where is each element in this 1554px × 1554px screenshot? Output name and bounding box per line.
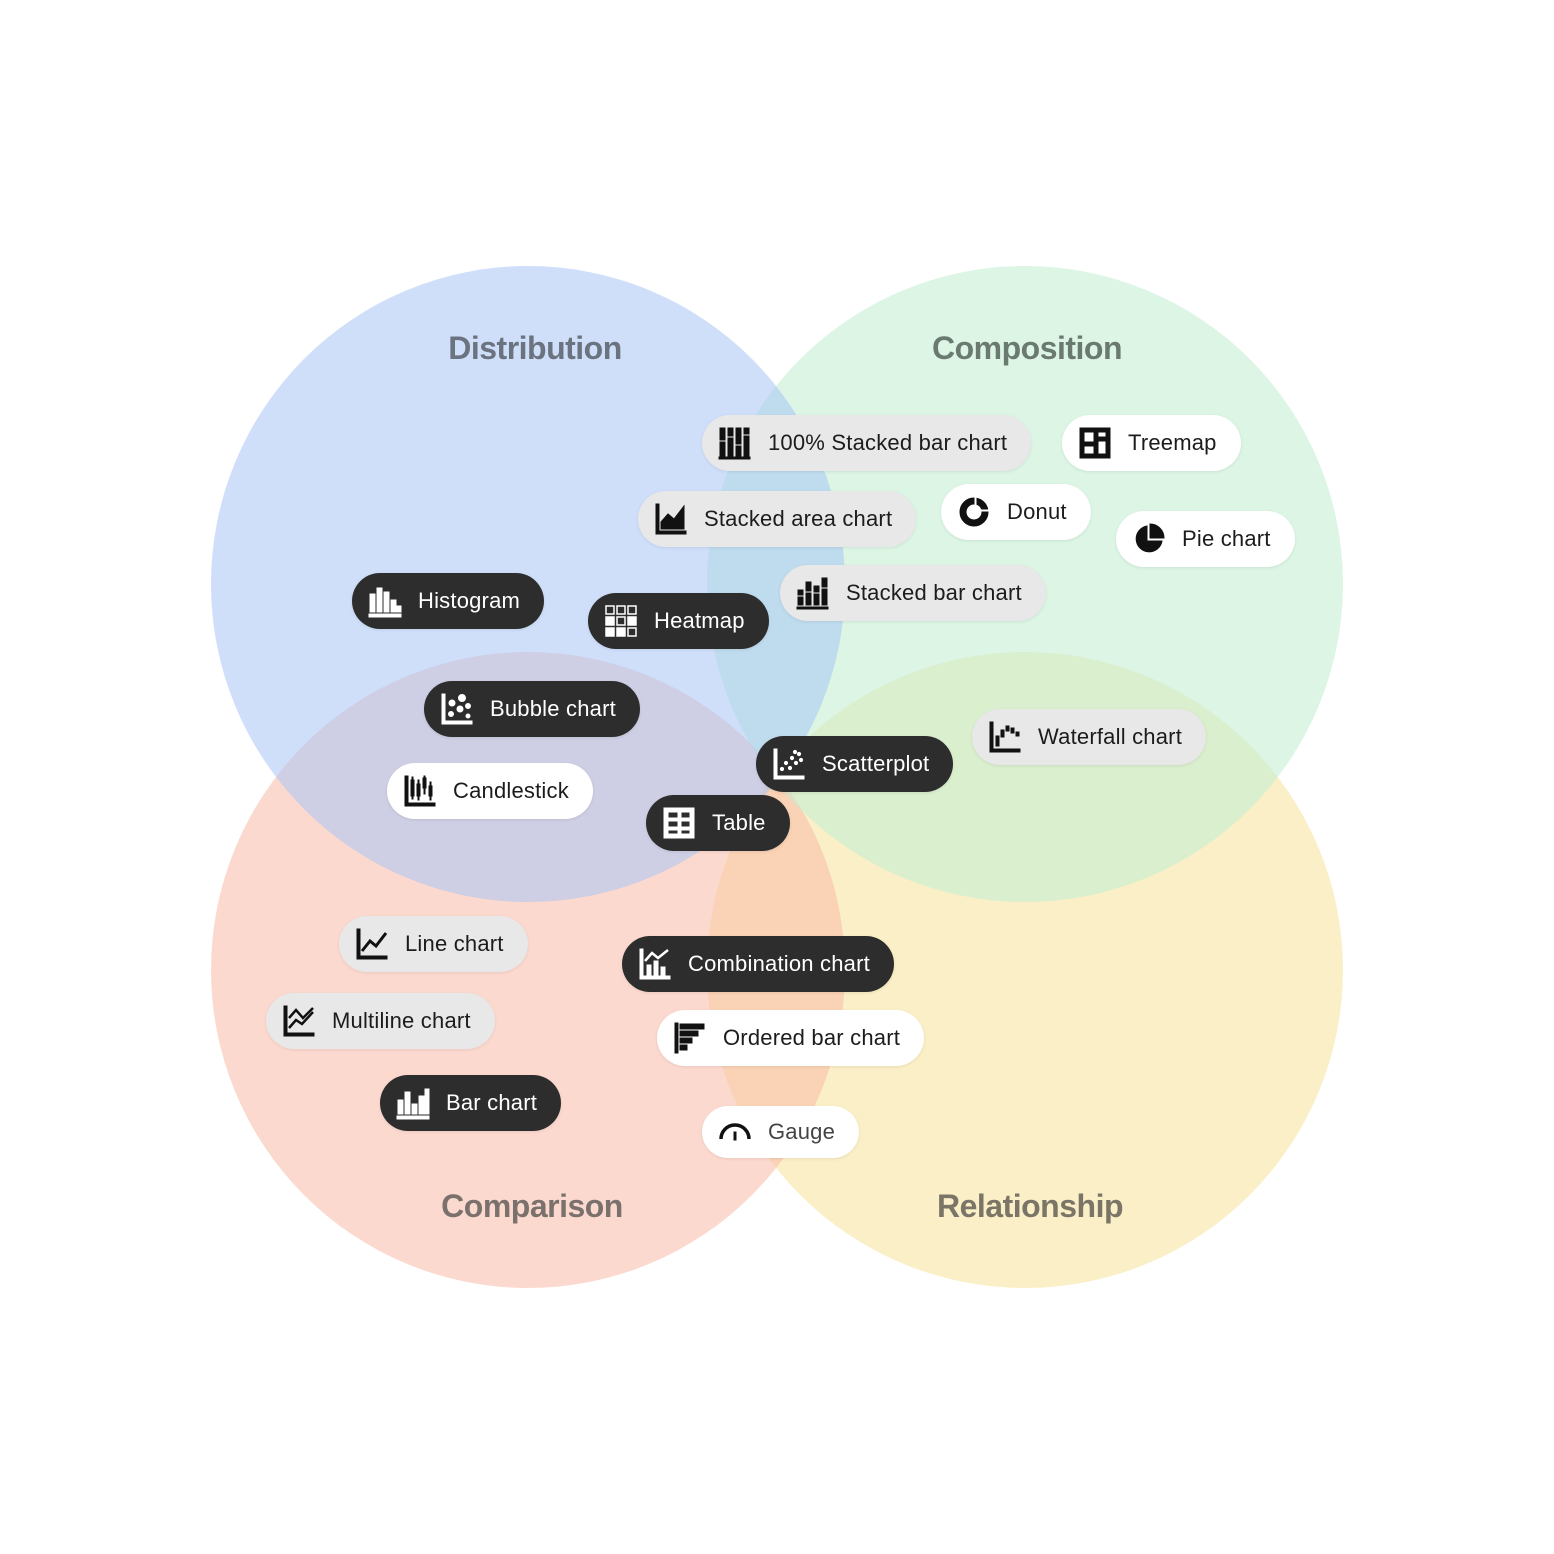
chart-type-waterfall[interactable]: Waterfall chart (972, 709, 1207, 765)
chart-type-label: Line chart (405, 931, 504, 956)
stacked-bar-icon (796, 576, 830, 610)
chart-type-label: Ordered bar chart (723, 1025, 901, 1050)
chart-type-donut[interactable]: Donut (941, 484, 1091, 540)
chart-type-label: Histogram (418, 588, 521, 613)
chart-type-stacked-area[interactable]: Stacked area chart (638, 491, 917, 547)
chart-type-label: 100% Stacked bar chart (768, 430, 1008, 455)
chart-type-histogram[interactable]: Histogram (352, 573, 545, 629)
stacked-100-bar-icon (718, 426, 752, 460)
chart-type-bar[interactable]: Bar chart (380, 1075, 562, 1131)
chart-type-label: Stacked area chart (704, 506, 893, 531)
chart-type-label: Table (712, 810, 766, 835)
candlestick-icon (403, 774, 437, 808)
chart-type-label: Candlestick (453, 778, 569, 803)
chart-type-label: Bar chart (446, 1090, 538, 1115)
chart-type-label: Donut (1007, 499, 1067, 524)
pie-icon (1132, 522, 1166, 556)
chart-type-stacked-bar[interactable]: Stacked bar chart (780, 565, 1046, 621)
chart-type-line[interactable]: Line chart (339, 916, 528, 972)
chart-type-label: Waterfall chart (1038, 724, 1183, 749)
chart-type-bubble[interactable]: Bubble chart (424, 681, 640, 737)
scatter-icon (772, 747, 806, 781)
chart-type-combination[interactable]: Combination chart (622, 936, 894, 992)
line-icon (355, 927, 389, 961)
chart-type-scatterplot[interactable]: Scatterplot (756, 736, 954, 792)
chart-type-candlestick[interactable]: Candlestick (387, 763, 593, 819)
set-title-composition: Composition (931, 330, 1123, 366)
chart-type-ordered-bar[interactable]: Ordered bar chart (657, 1010, 925, 1066)
donut-icon (957, 495, 991, 529)
histogram-icon (368, 584, 402, 618)
chart-type-pie[interactable]: Pie chart (1116, 511, 1295, 567)
stacked-area-icon (654, 502, 688, 536)
heatmap-icon (604, 604, 638, 638)
set-title-distribution: Distribution (448, 330, 622, 366)
chart-type-gauge[interactable]: Gauge (702, 1106, 860, 1158)
chart-type-heatmap[interactable]: Heatmap (588, 593, 769, 649)
chart-type-label: Treemap (1128, 430, 1217, 455)
chart-type-label: Stacked bar chart (846, 580, 1022, 605)
bar-icon (396, 1086, 430, 1120)
multiline-icon (282, 1004, 316, 1038)
chart-type-label: Pie chart (1182, 526, 1271, 551)
chart-type-treemap[interactable]: Treemap (1062, 415, 1241, 471)
chart-type-table[interactable]: Table (646, 795, 790, 851)
table-icon (662, 806, 696, 840)
set-title-relationship: Relationship (936, 1188, 1124, 1224)
ordered-bar-icon (673, 1021, 707, 1055)
chart-type-label: Multiline chart (332, 1008, 471, 1033)
chart-type-label: Bubble chart (490, 696, 616, 721)
chart-type-label: Scatterplot (822, 751, 930, 776)
chart-type-multiline[interactable]: Multiline chart (266, 993, 495, 1049)
bubble-icon (440, 692, 474, 726)
chart-type-100-stacked-bar[interactable]: 100% Stacked bar chart (702, 415, 1032, 471)
combination-icon (638, 947, 672, 981)
chart-type-label: Combination chart (688, 951, 870, 976)
gauge-icon (718, 1115, 752, 1149)
set-title-comparison: Comparison (441, 1188, 623, 1224)
chart-type-label: Gauge (768, 1119, 836, 1144)
chart-type-label: Heatmap (654, 608, 745, 633)
treemap-icon (1078, 426, 1112, 460)
waterfall-icon (988, 720, 1022, 754)
